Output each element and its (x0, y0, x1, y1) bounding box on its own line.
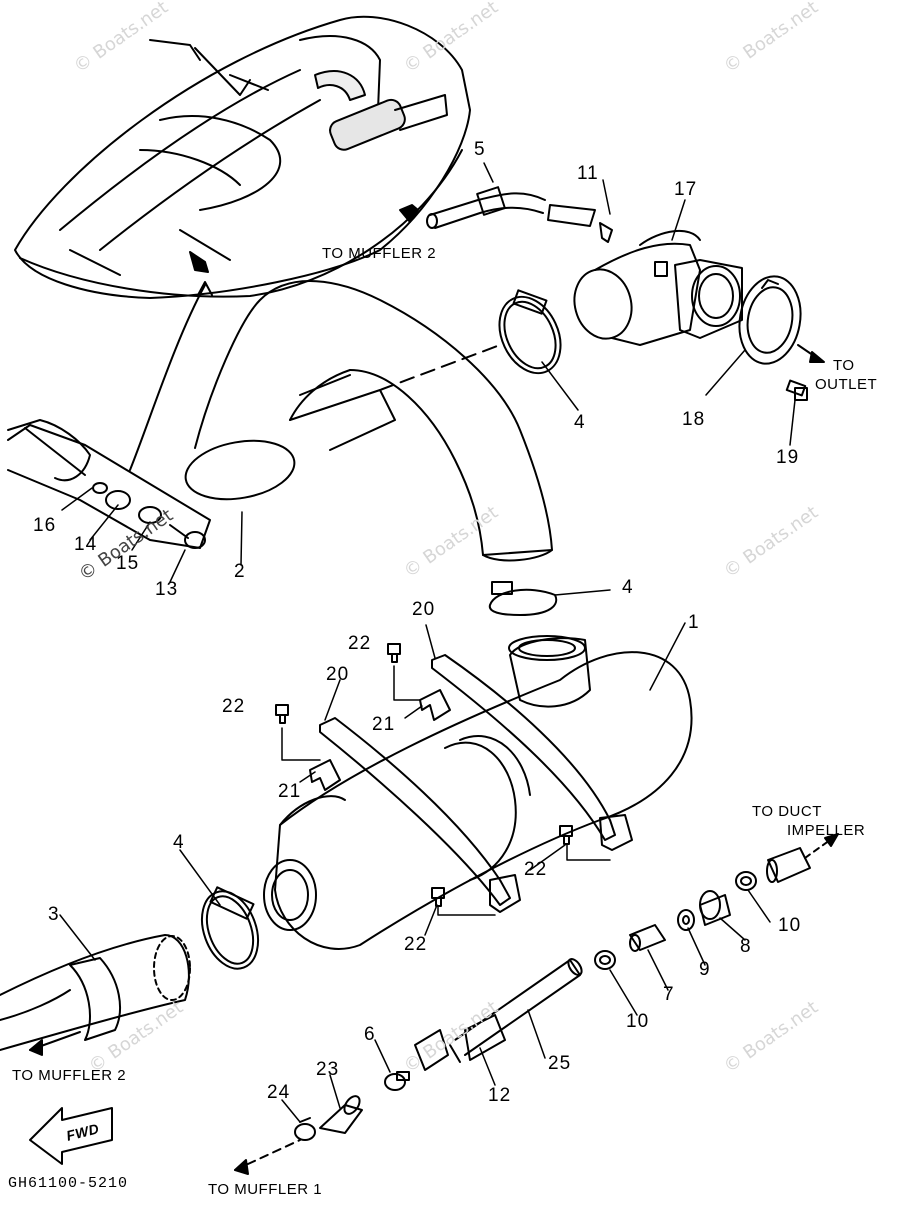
note-to-duct-line1: TO DUCT (752, 803, 822, 820)
bolt-19 (785, 379, 808, 401)
callout-12: 12 (488, 1085, 512, 1106)
callout-leader-lines (59, 162, 796, 1123)
callout-4-lower: 4 (173, 832, 185, 853)
callout-17: 17 (674, 179, 698, 200)
hose-12 (414, 1029, 449, 1071)
callout-13: 13 (155, 579, 179, 600)
clamp-small-icon (399, 204, 419, 223)
vent-hose-line (129, 284, 206, 471)
hose-5 (426, 186, 596, 229)
duct-hose-end (766, 847, 811, 883)
to-muffler-2-arrow-icon (29, 1039, 43, 1056)
callout-7: 7 (663, 984, 675, 1005)
callout-8: 8 (740, 936, 752, 957)
fwd-arrow-icon (29, 1107, 113, 1165)
watercraft-illustration (14, 15, 471, 299)
callout-10-lower: 10 (626, 1011, 650, 1032)
exhaust-pipe-2 (184, 280, 553, 562)
callout-20-left: 20 (326, 664, 350, 685)
callout-10-upper: 10 (778, 915, 802, 936)
callout-25: 25 (548, 1053, 572, 1074)
callout-18: 18 (682, 409, 706, 430)
callout-21-left: 21 (278, 781, 302, 802)
callout-1: 1 (688, 612, 700, 633)
to-duct-dashed-line (804, 839, 831, 859)
callout-4-mid: 4 (622, 577, 634, 598)
hose-arrow-icon (197, 281, 213, 296)
clamp-24 (294, 1117, 316, 1141)
bracket-21-left (309, 759, 341, 791)
callout-21-right: 21 (372, 714, 396, 735)
muffler-1 (263, 635, 693, 950)
washer-9 (677, 909, 695, 931)
fitting-23 (319, 1095, 363, 1134)
note-to-duct-line2: IMPELLER (787, 822, 866, 839)
note-to-outlet-line2: OUTLET (815, 376, 878, 393)
nut-10-lower (594, 950, 616, 970)
note-to-muffler-2-top: TO MUFFLER 2 (322, 245, 437, 262)
nut-10-upper (735, 871, 757, 891)
to-outlet-arrow-icon (809, 351, 825, 363)
hose-25 (449, 958, 583, 1063)
callout-24: 24 (267, 1082, 291, 1103)
pipe-3 (0, 934, 191, 1051)
mounting-strap-20-left (319, 717, 521, 913)
callout-22-c: 22 (524, 859, 548, 880)
callout-22-b: 22 (348, 633, 372, 654)
callout-22-a: 22 (222, 696, 246, 717)
note-to-muffler-2-bottom: TO MUFFLER 2 (12, 1067, 127, 1084)
callout-15: 15 (116, 553, 140, 574)
gasket-flange-18 (738, 275, 802, 365)
note-to-outlet-line1: TO (833, 357, 855, 374)
callout-16: 16 (33, 515, 57, 536)
fitting-8 (699, 890, 731, 926)
callout-6: 6 (364, 1024, 376, 1045)
hose-clamp-4-mid (488, 581, 558, 616)
callout-23: 23 (316, 1059, 340, 1080)
note-to-muffler-1: TO MUFFLER 1 (208, 1181, 323, 1198)
to-duct-arrow-icon (824, 833, 839, 847)
callout-4-top: 4 (574, 412, 586, 433)
outlet-elbow-17 (573, 229, 743, 346)
callout-22-d: 22 (404, 934, 428, 955)
bracket-21-right (419, 689, 451, 721)
callout-20-right: 20 (412, 599, 436, 620)
callout-14: 14 (74, 534, 98, 555)
dashed-link-pipe-clamp (379, 344, 501, 391)
clamp-11 (599, 222, 613, 243)
mounting-strap-20-right (431, 654, 633, 851)
to-muffler-1-arrow-icon (234, 1159, 249, 1175)
diagram-code: GH61100-5210 (8, 1175, 129, 1192)
fitting-7 (629, 924, 666, 952)
callout-19: 19 (776, 447, 800, 468)
hose-clamp-4-lower (200, 886, 260, 970)
to-muffler-1-hose-dashed (234, 1139, 301, 1171)
callout-9: 9 (699, 959, 711, 980)
clamp-6 (384, 1071, 410, 1091)
hose-clamp-4-top (498, 289, 562, 375)
callout-5: 5 (474, 139, 486, 160)
callout-2: 2 (234, 561, 246, 582)
hull-side-panel (7, 419, 211, 549)
bolts-22 (275, 643, 611, 916)
callout-3: 3 (48, 904, 60, 925)
callout-11: 11 (577, 163, 599, 184)
